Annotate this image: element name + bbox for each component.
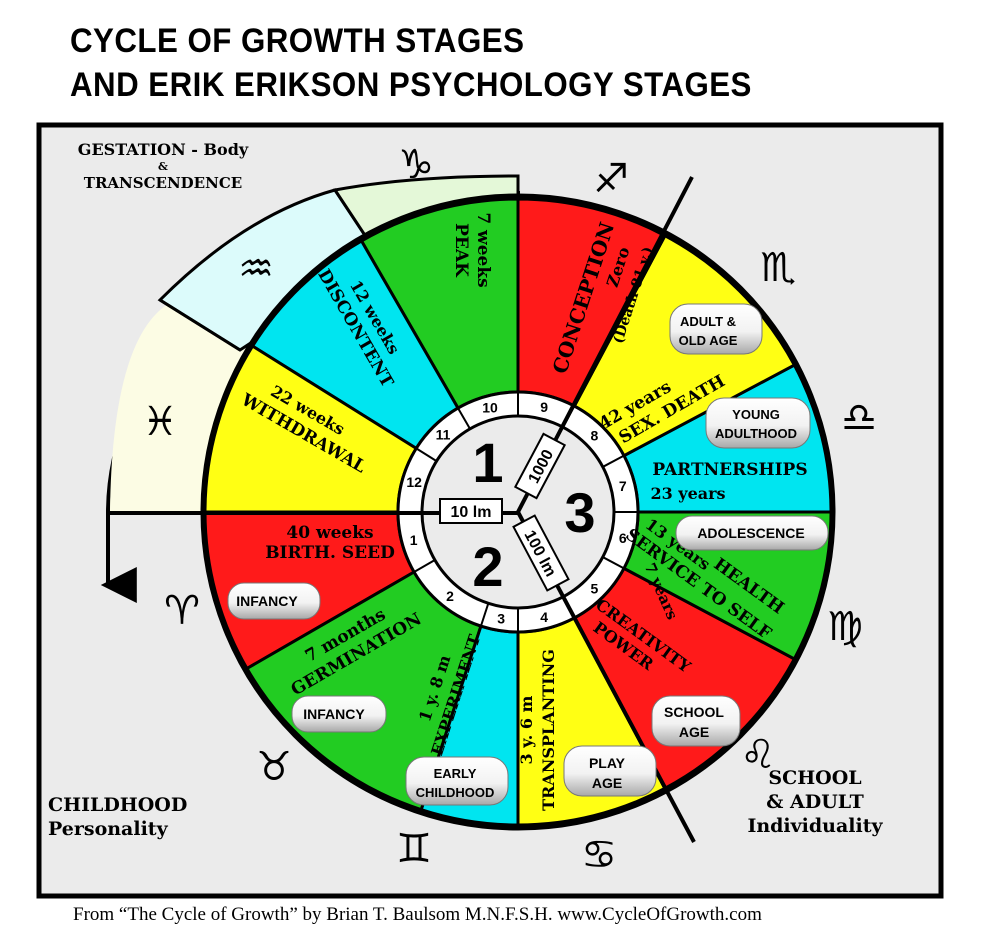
footer-credit: From “The Cycle of Growth” by Brian T. B… bbox=[73, 904, 762, 925]
gemini-icon: ♊ bbox=[396, 826, 432, 872]
corner-childhood: CHILDHOOD Personality bbox=[48, 794, 228, 842]
erikson-label-young-adulthood-1: YOUNG bbox=[732, 407, 780, 422]
ring-number: 10 bbox=[482, 400, 498, 416]
number-ring-divider bbox=[602, 556, 625, 570]
sector-label-transplanting-1: 3 y. 6 m bbox=[517, 695, 536, 764]
erikson-label-infancy-2: INFANCY bbox=[303, 706, 365, 722]
aquarius-icon: ♒ bbox=[238, 246, 274, 292]
erikson-pill-infancy-2 bbox=[291, 695, 387, 733]
ring-number: 3 bbox=[497, 611, 505, 627]
libra-icon: ♎ bbox=[841, 395, 877, 441]
center-number-1: 1 bbox=[472, 431, 503, 494]
capricorn-icon: ♑ bbox=[398, 142, 434, 188]
corner-childhood-line2: Personality bbox=[48, 817, 168, 840]
sagittarius-icon: ♐ bbox=[593, 156, 629, 202]
corner-school-adult-line1: SCHOOL bbox=[768, 767, 862, 789]
pisces-icon: ♓ bbox=[142, 399, 178, 445]
corner-school-adult: SCHOOL & ADULT Individuality bbox=[730, 767, 900, 838]
page-title-line2: AND ERIK ERIKSON PSYCHOLOGY STAGES bbox=[70, 66, 752, 104]
corner-childhood-line1: CHILDHOOD bbox=[48, 794, 188, 816]
box-100lm bbox=[512, 514, 570, 592]
ring-number: 6 bbox=[619, 530, 627, 546]
ring-number: 12 bbox=[406, 474, 422, 490]
erikson-pill-play-age bbox=[563, 745, 657, 797]
ring-number: 5 bbox=[590, 580, 598, 596]
box-1000 bbox=[513, 432, 567, 500]
erikson-label-infancy-1: INFANCY bbox=[236, 593, 298, 609]
sector-label-peak-1: 7 weeks bbox=[473, 212, 493, 287]
sector-label-birth-seed-2: BIRTH. SEED bbox=[265, 543, 395, 563]
number-ring-divider bbox=[415, 447, 438, 462]
erikson-label-school-age-2: AGE bbox=[679, 724, 709, 740]
cancer-icon: ♋ bbox=[581, 832, 617, 878]
number-ring-divider bbox=[479, 602, 490, 627]
scorpio-icon: ♏ bbox=[760, 245, 796, 291]
number-ring-divider bbox=[457, 407, 471, 430]
sector-label-transplanting-2: TRANSPLANTING bbox=[539, 649, 558, 811]
erikson-pill-infancy-1 bbox=[227, 582, 321, 620]
erikson-label-adolescence: ADOLESCENCE bbox=[697, 525, 804, 541]
erikson-label-early-childhood-2: CHILDHOOD bbox=[416, 785, 495, 800]
erikson-label-play-age-1: PLAY bbox=[589, 755, 626, 771]
erikson-label-school-age-1: SCHOOL bbox=[664, 704, 724, 720]
leo-icon: ♌ bbox=[740, 732, 776, 778]
box-10lm-label: 10 lm bbox=[451, 504, 492, 521]
corner-gestation-line3: TRANSCENDENCE bbox=[83, 173, 243, 192]
corner-school-adult-line3: Individuality bbox=[747, 814, 883, 837]
ring-number: 9 bbox=[540, 399, 548, 415]
ring-number: 8 bbox=[590, 428, 598, 444]
ring-number: 1 bbox=[410, 532, 418, 548]
number-ring-divider bbox=[602, 454, 625, 468]
aries-icon: ♈ bbox=[164, 588, 200, 634]
ring-number: 2 bbox=[446, 588, 454, 604]
number-ring-divider bbox=[413, 559, 436, 573]
erikson-stage-labels: INFANCY INFANCY EARLY CHILDHOOD PLAY AGE… bbox=[227, 303, 829, 806]
zodiac-glyphs: ♑ ♐ ♏ ♎ ♍ ♌ ♋ ♊ ♉ ♈ ♓ ♒ bbox=[142, 142, 877, 878]
sector-label-partnerships-2: 23 years bbox=[650, 484, 725, 503]
erikson-label-young-adulthood-2: ADULTHOOD bbox=[715, 426, 797, 441]
ring-number: 7 bbox=[619, 478, 627, 494]
corner-school-adult-line2: & ADULT bbox=[766, 790, 864, 813]
corner-gestation-line1: GESTATION - Body bbox=[77, 140, 249, 159]
erikson-pill-young-adulthood bbox=[705, 397, 811, 449]
erikson-pill-early-childhood bbox=[405, 756, 509, 806]
erikson-label-adult-old-age-1: ADULT & bbox=[680, 314, 736, 329]
sector-label-birth-seed-1: 40 weeks bbox=[286, 523, 373, 543]
erikson-label-play-age-2: AGE bbox=[592, 775, 622, 791]
virgo-icon: ♍ bbox=[827, 604, 863, 650]
sector-label-partnerships-1: PARTNERSHIPS bbox=[652, 460, 807, 480]
erikson-label-adult-old-age-2: OLD AGE bbox=[679, 333, 738, 348]
erikson-pill-adolescence bbox=[675, 515, 829, 551]
taurus-icon: ♉ bbox=[256, 744, 292, 790]
box-10lm bbox=[439, 498, 503, 524]
corner-gestation-line2: & bbox=[158, 160, 168, 173]
erikson-pill-adult-old-age bbox=[669, 303, 763, 355]
page-title-line1: CYCLE OF GROWTH STAGES bbox=[70, 22, 525, 60]
outer-divider bbox=[159, 298, 241, 352]
corner-gestation: GESTATION - Body & TRANSCENDENCE bbox=[58, 140, 268, 193]
sector-label-peak-2: PEAK bbox=[451, 223, 471, 278]
ring-number: 4 bbox=[540, 609, 548, 625]
ring-number: 11 bbox=[436, 426, 451, 442]
erikson-label-early-childhood-1: EARLY bbox=[434, 766, 477, 781]
erikson-pill-school-age bbox=[651, 695, 741, 747]
center-number-2: 2 bbox=[472, 535, 503, 598]
center-number-3: 3 bbox=[564, 481, 595, 544]
